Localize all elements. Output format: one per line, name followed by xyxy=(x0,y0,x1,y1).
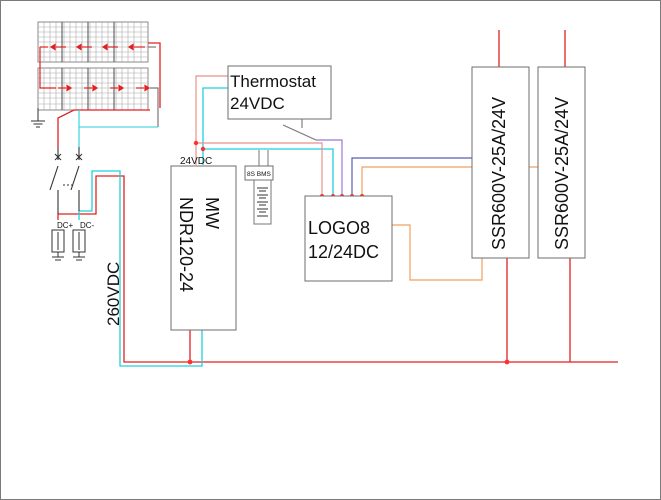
ssr-2-label: SSR600V-25A/24V xyxy=(552,97,572,250)
power-supply-box: MW NDR120-24 xyxy=(170,165,237,331)
ssr-1-label: SSR600V-25A/24V xyxy=(489,97,509,250)
dc-minus-label: DC- xyxy=(80,221,95,230)
dc-plus-label: DC+ xyxy=(57,221,74,230)
panel-string-wiring xyxy=(39,46,159,127)
cyan-dc-wires xyxy=(78,87,334,367)
thermostat-box: Thermostat 24VDC xyxy=(227,65,332,120)
thermostat-title: Thermostat xyxy=(230,72,316,91)
thermostat-voltage: 24VDC xyxy=(230,94,285,113)
ssr-1-box: SSR600V-25A/24V xyxy=(471,66,530,259)
battery-cells xyxy=(257,187,268,217)
logo-voltage: 12/24DC xyxy=(308,242,379,262)
logo8-controller-box: LOGO8 12/24DC xyxy=(304,195,393,282)
voltage-label: 260VDC xyxy=(104,262,123,326)
bms-label: 8S BMS xyxy=(247,171,272,178)
salmon-wires xyxy=(195,75,323,196)
psu-input-label: 24VDC xyxy=(180,156,212,167)
solar-panel-array xyxy=(37,21,159,127)
logo-model: LOGO8 xyxy=(308,218,370,238)
ssr-2-box: SSR600V-25A/24V xyxy=(537,66,586,259)
purple-wire xyxy=(316,139,343,196)
dc-disconnect-switches xyxy=(49,110,158,214)
panel-string-arrows xyxy=(40,43,151,92)
solar-panel-row-top xyxy=(37,21,149,63)
blue-wire xyxy=(351,67,491,196)
dc-fuse-blocks xyxy=(51,229,86,261)
psu-model: NDR120-24 xyxy=(176,197,196,292)
psu-brand: MW xyxy=(202,197,222,229)
bms-battery: 8S BMS xyxy=(244,150,274,225)
ground-icon xyxy=(31,108,45,128)
